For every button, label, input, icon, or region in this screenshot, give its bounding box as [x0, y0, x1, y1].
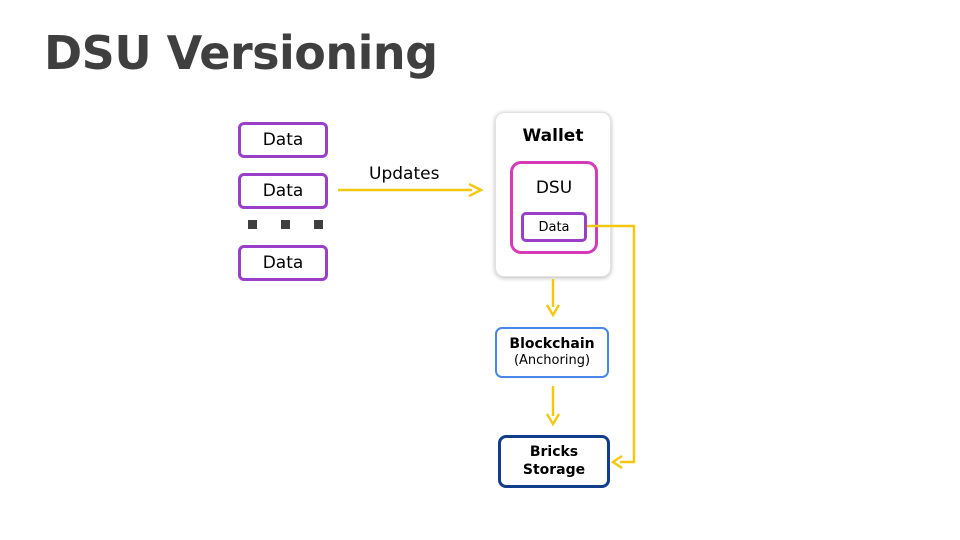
bricks-label: Bricks — [529, 444, 579, 460]
blockchain-to-bricks-arrowhead — [545, 413, 561, 427]
dsu-data-box: Data — [521, 212, 587, 242]
ellipsis-dots — [248, 220, 323, 229]
updates-arrowhead — [468, 182, 484, 198]
data-box-1: Data — [238, 122, 328, 158]
wallet-label: Wallet — [522, 126, 584, 146]
blockchain-box: Blockchain (Anchoring) — [495, 327, 609, 378]
dsu-box: DSU Data — [510, 161, 598, 254]
bricks-storage-box: Bricks Storage — [498, 435, 610, 488]
wallet-to-blockchain-arrowhead — [545, 304, 561, 318]
data-to-bricks-arrowhead — [610, 454, 623, 470]
anchoring-label: (Anchoring) — [513, 353, 591, 369]
dot — [248, 220, 257, 229]
storage-label: Storage — [522, 461, 586, 478]
updates-label: Updates — [369, 164, 440, 184]
page-title: DSU Versioning — [44, 26, 438, 80]
data-box-2: Data — [238, 173, 328, 209]
dsu-label: DSU — [535, 178, 573, 198]
wallet-box: Wallet DSU Data — [495, 112, 611, 277]
data-box-3: Data — [238, 245, 328, 281]
dot — [281, 220, 290, 229]
dot — [314, 220, 323, 229]
data-to-bricks-line — [587, 224, 636, 464]
blockchain-label: Blockchain — [509, 336, 595, 353]
